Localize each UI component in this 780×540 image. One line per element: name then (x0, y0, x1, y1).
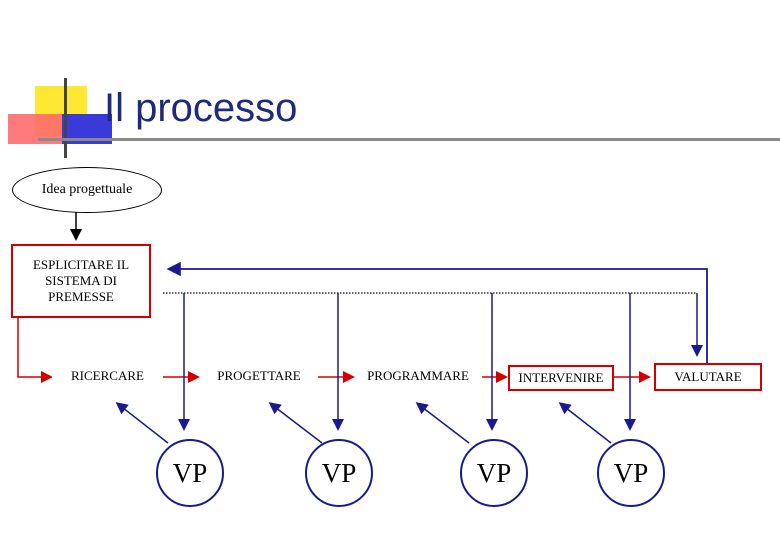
phase-ricercare: RICERCARE (52, 363, 163, 389)
vp-diagonal-arrow-3 (415, 402, 470, 444)
phase-ricercare-label: RICERCARE (71, 367, 144, 383)
phase-progettare: PROGETTARE (200, 363, 318, 389)
vp-circle-4: VP (597, 439, 665, 507)
vp-label-3: VP (476, 457, 512, 488)
phase-intervenire: INTERVENIRE (508, 365, 614, 391)
idea-ellipse: Idea progettuale (12, 167, 162, 213)
phase-valutare-label: VALUTARE (674, 368, 742, 384)
phase-programmare: PROGRAMMARE (355, 363, 481, 389)
vp-diagonal-arrow-1 (115, 402, 169, 444)
premise-to-ricercare-arrow (17, 317, 53, 383)
phase-intervenire-label: INTERVENIRE (518, 369, 604, 385)
vp-diagonal-arrow-2 (268, 402, 323, 444)
vp-label-4: VP (613, 457, 649, 488)
premise-box: ESPLICITARE IL SISTEMA DI PREMESSE (11, 244, 151, 318)
vp-circle-2: VP (305, 439, 373, 507)
phase-programmare-label: PROGRAMMARE (367, 367, 469, 383)
vp-circle-3: VP (460, 439, 528, 507)
premise-line-2: SISTEMA DI (45, 272, 117, 288)
vp-circle-1: VP (156, 439, 224, 507)
slide-title: Il processo (104, 86, 298, 130)
phase-valutare: VALUTARE (654, 363, 762, 391)
premise-line-1: ESPLICITARE IL (32, 256, 130, 272)
idea-label: Idea progettuale (41, 182, 133, 197)
phase-progettare-label: PROGETTARE (217, 367, 301, 383)
vp-label-1: VP (172, 457, 208, 488)
feedback-loop-arrow (166, 261, 708, 363)
decor-vertical-line (64, 78, 67, 158)
vp-label-2: VP (321, 457, 357, 488)
premise-line-3: PREMESSE (48, 289, 114, 305)
vp-diagonal-arrow-4 (558, 402, 612, 444)
title-underline (38, 138, 780, 141)
